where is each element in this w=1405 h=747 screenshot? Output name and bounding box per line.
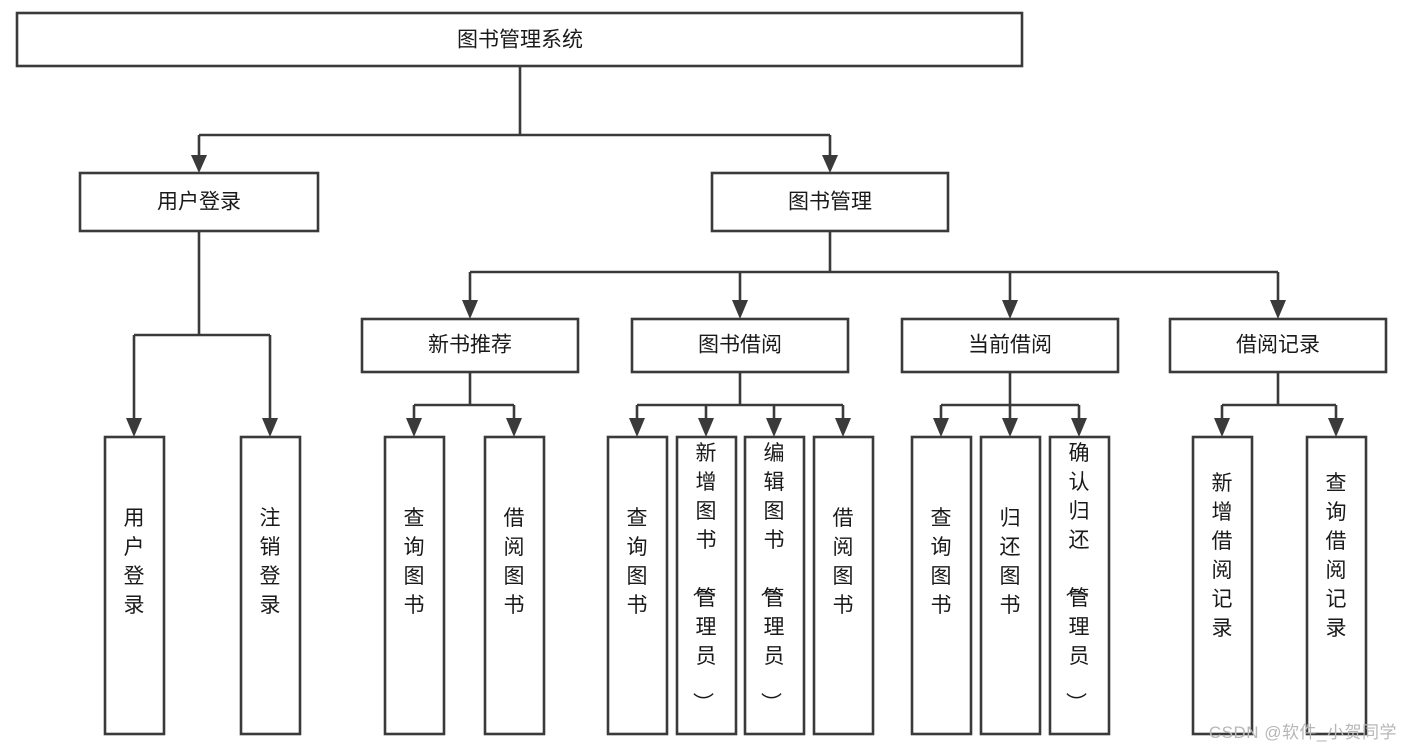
- connector-group-borrow-record-to-leaves: [1214, 372, 1344, 437]
- leaf-node-borrow-book-1[interactable]: 借阅图书: [483, 435, 546, 736]
- arrow-borrow-record-leaf2-icon: [1328, 418, 1344, 437]
- node-user-login-box[interactable]: [78, 171, 320, 233]
- arrow-current-borrow-leaf2-icon: [1002, 418, 1018, 437]
- node-book-borrow-box[interactable]: [630, 317, 850, 374]
- leaf-node-confirm-return[interactable]: 确认归还（管理员）: [1048, 435, 1111, 736]
- node-new-book-recommend[interactable]: 新书推荐: [360, 317, 580, 374]
- node-new-book-recommend-label: 新书推荐: [428, 334, 512, 357]
- arrow-book-borrow-leaf1-icon: [629, 418, 645, 437]
- leaf-borrow-book-1-label: 借阅图书: [504, 507, 525, 617]
- leaf-add-record-label: 新增借阅记录: [1212, 472, 1233, 640]
- arrow-new-book-leaf1-icon: [406, 418, 422, 437]
- node-current-borrow[interactable]: 当前借阅: [900, 317, 1120, 374]
- node-borrow-record[interactable]: 借阅记录: [1168, 317, 1388, 374]
- node-current-borrow-label: 当前借阅: [968, 334, 1052, 357]
- leaf-user-login-box[interactable]: [103, 435, 166, 736]
- leaf-user-logout-label: 注销登录: [260, 507, 281, 617]
- leaf-query-book-2-label: 查询图书: [627, 507, 648, 617]
- arrow-new-book-leaf2-icon: [506, 418, 522, 437]
- leaf-query-record-label: 查询借阅记录: [1326, 472, 1347, 640]
- leaf-borrow-book-2-label: 借阅图书: [833, 507, 854, 617]
- leaf-query-book-1-label: 查询图书: [404, 507, 425, 617]
- arrow-to-user-login-icon: [191, 155, 207, 173]
- leaf-query-book-1-box[interactable]: [383, 435, 446, 736]
- leaf-add-book-label: 新增图书（管理员）: [691, 442, 717, 713]
- node-root-label: 图书管理系统: [457, 29, 583, 52]
- node-book-manage-box[interactable]: [710, 171, 950, 233]
- arrow-book-borrow-leaf4-icon: [835, 418, 851, 437]
- leaf-add-book-box[interactable]: [675, 435, 738, 736]
- connector-group-root-to-level2: [191, 66, 838, 173]
- leaf-add-record-box[interactable]: [1191, 435, 1254, 736]
- leaf-user-logout-box[interactable]: [239, 435, 302, 736]
- node-book-manage-label: 图书管理: [788, 191, 872, 214]
- arrow-current-borrow-leaf3-icon: [1071, 418, 1087, 437]
- connector-group-book-manage-to-level3: [462, 231, 1286, 319]
- leaf-confirm-return-box[interactable]: [1048, 435, 1111, 736]
- arrow-to-new-book-icon: [462, 300, 478, 319]
- arrow-user-login-leaf2-icon: [262, 418, 278, 437]
- arrow-to-current-borrow-icon: [1002, 300, 1018, 319]
- leaf-node-borrow-book-2[interactable]: 借阅图书: [812, 435, 875, 736]
- leaf-edit-book-box[interactable]: [743, 435, 806, 736]
- leaf-user-login-label: 用户登录: [124, 507, 145, 617]
- node-root[interactable]: 图书管理系统: [15, 11, 1024, 68]
- node-user-login[interactable]: 用户登录: [78, 171, 320, 233]
- node-book-manage[interactable]: 图书管理: [710, 171, 950, 233]
- node-current-borrow-box[interactable]: [900, 317, 1120, 374]
- node-book-borrow-label: 图书借阅: [698, 334, 782, 357]
- node-root-box[interactable]: [15, 11, 1024, 68]
- leaf-node-user-login[interactable]: 用户登录: [103, 435, 166, 736]
- connector-group-book-borrow-to-leaves: [629, 372, 851, 437]
- leaf-query-record-box[interactable]: [1305, 435, 1368, 736]
- arrow-to-book-borrow-icon: [732, 300, 748, 319]
- leaf-query-book-3-label: 查询图书: [931, 507, 952, 617]
- leaf-node-add-record[interactable]: 新增借阅记录: [1191, 435, 1254, 736]
- leaf-confirm-return-label: 确认归还（管理员）: [1064, 442, 1090, 713]
- leaf-node-query-book-2[interactable]: 查询图书: [606, 435, 669, 736]
- leaf-node-add-book[interactable]: 新增图书（管理员）: [675, 435, 738, 736]
- leaf-edit-book-label: 编辑图书（管理员）: [759, 442, 785, 713]
- node-borrow-record-box[interactable]: [1168, 317, 1388, 374]
- connector-group-user-login-to-leaves: [126, 231, 278, 437]
- connector-group-new-book-to-leaves: [406, 372, 522, 437]
- leaf-return-book-box[interactable]: [979, 435, 1042, 736]
- arrow-book-borrow-leaf3-icon: [766, 418, 782, 437]
- node-user-login-label: 用户登录: [157, 191, 241, 214]
- leaf-node-query-book-1[interactable]: 查询图书: [383, 435, 446, 736]
- leaf-return-book-label: 归还图书: [1000, 507, 1021, 617]
- arrow-borrow-record-leaf1-icon: [1214, 418, 1230, 437]
- node-borrow-record-label: 借阅记录: [1236, 334, 1320, 357]
- arrow-current-borrow-leaf1-icon: [933, 418, 949, 437]
- leaf-node-query-record[interactable]: 查询借阅记录: [1305, 435, 1368, 736]
- leaf-node-edit-book[interactable]: 编辑图书（管理员）: [743, 435, 806, 736]
- arrow-to-book-manage-icon: [822, 155, 838, 173]
- leaf-borrow-book-2-box[interactable]: [812, 435, 875, 736]
- arrow-to-borrow-record-icon: [1270, 300, 1286, 319]
- leaf-node-user-logout[interactable]: 注销登录: [239, 435, 302, 736]
- connector-group-current-borrow-to-leaves: [933, 372, 1087, 437]
- arrow-book-borrow-leaf2-icon: [698, 418, 714, 437]
- node-new-book-recommend-box[interactable]: [360, 317, 580, 374]
- leaf-query-book-3-box[interactable]: [910, 435, 973, 736]
- leaf-node-query-book-3[interactable]: 查询图书: [910, 435, 973, 736]
- leaf-node-return-book[interactable]: 归还图书: [979, 435, 1042, 736]
- leaf-query-book-2-box[interactable]: [606, 435, 669, 736]
- node-book-borrow[interactable]: 图书借阅: [630, 317, 850, 374]
- leaf-borrow-book-1-box[interactable]: [483, 435, 546, 736]
- arrow-user-login-leaf1-icon: [126, 418, 142, 437]
